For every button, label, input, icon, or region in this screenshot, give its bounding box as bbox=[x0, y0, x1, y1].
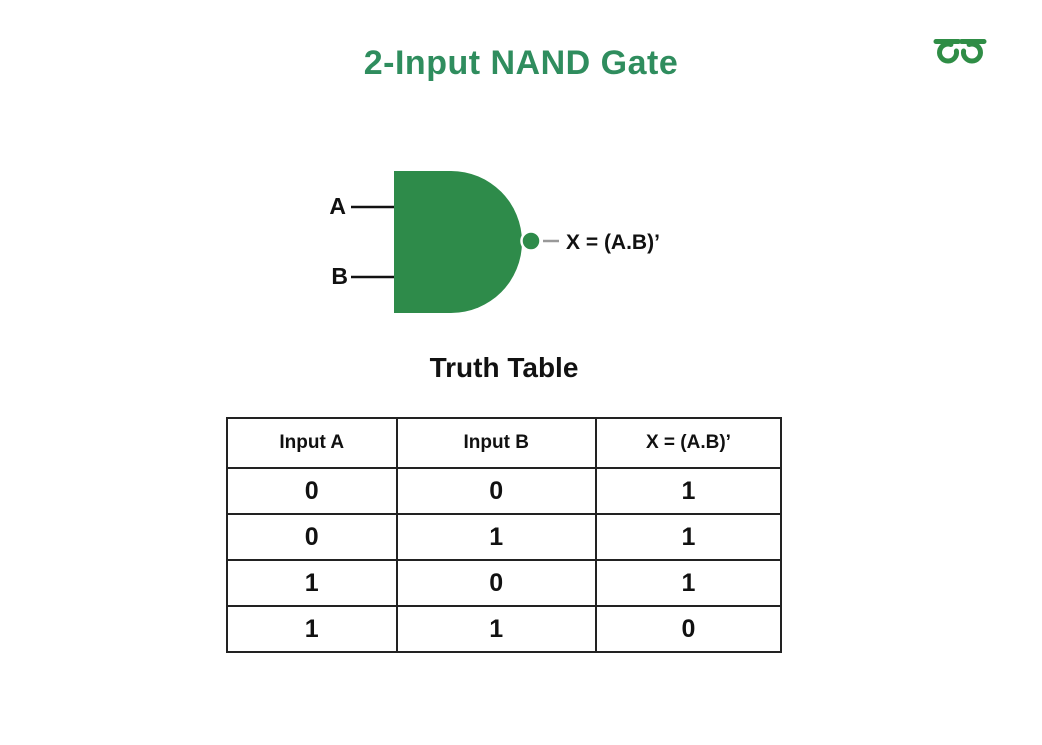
table-cell: 0 bbox=[395, 559, 597, 607]
table-cell: 1 bbox=[594, 467, 783, 515]
table-cell: 0 bbox=[395, 467, 597, 515]
truth-table: Input A Input B X = (A.B)’ 0 0 1 0 1 1 1… bbox=[226, 417, 783, 653]
page-title: 2-Input NAND Gate bbox=[363, 44, 679, 82]
table-cell: 1 bbox=[395, 605, 597, 653]
table-cell: 0 bbox=[226, 513, 398, 561]
table-header-row: Input A Input B X = (A.B)’ bbox=[226, 417, 783, 469]
table-cell: 1 bbox=[594, 513, 783, 561]
nand-gate-body bbox=[394, 171, 522, 313]
geeksforgeeks-logo-icon bbox=[933, 39, 987, 64]
table-cell: 0 bbox=[226, 467, 398, 515]
input-b-label: B bbox=[331, 263, 348, 289]
table-cell: 1 bbox=[594, 559, 783, 607]
logo-right-g bbox=[961, 41, 983, 64]
table-row: 1 1 0 bbox=[226, 605, 783, 653]
truth-table-heading: Truth Table bbox=[429, 352, 579, 383]
table-cell: 1 bbox=[395, 513, 597, 561]
table-cell: 1 bbox=[226, 605, 398, 653]
nand-gate-diagram: A B X = (A.B)’ bbox=[329, 171, 660, 313]
logo-left-g bbox=[937, 41, 959, 64]
table-cell: 1 bbox=[226, 559, 398, 607]
table-cell: 0 bbox=[594, 605, 783, 653]
input-a-label: A bbox=[329, 193, 346, 219]
inversion-bubble-icon bbox=[520, 230, 542, 252]
column-header-output: X = (A.B)’ bbox=[594, 417, 783, 469]
column-header-input-a: Input A bbox=[226, 417, 398, 469]
column-header-input-b: Input B bbox=[395, 417, 597, 469]
table-row: 0 1 1 bbox=[226, 513, 783, 561]
table-row: 0 0 1 bbox=[226, 467, 783, 515]
table-row: 1 0 1 bbox=[226, 559, 783, 607]
output-label: X = (A.B)’ bbox=[566, 231, 660, 254]
